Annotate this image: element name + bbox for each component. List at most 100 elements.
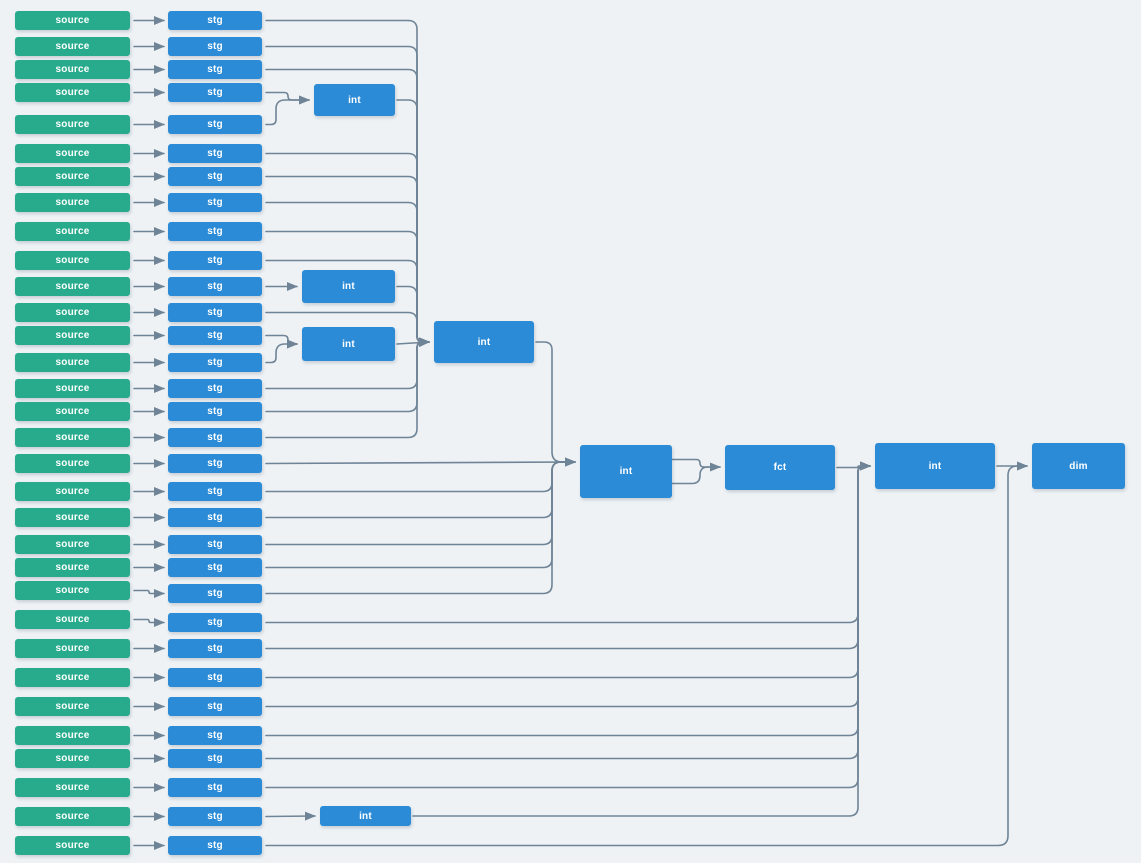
node-label: stg	[207, 643, 223, 654]
node-int-intF[interactable]: int	[875, 443, 995, 489]
node-stg-stg14[interactable]: stg	[168, 353, 262, 372]
node-stg-stg11[interactable]: stg	[168, 277, 262, 296]
node-source-src17[interactable]: source	[15, 428, 130, 447]
node-source-src32[interactable]: source	[15, 836, 130, 855]
node-stg-stg22[interactable]: stg	[168, 558, 262, 577]
node-source-src23[interactable]: source	[15, 581, 130, 600]
node-source-src3[interactable]: source	[15, 60, 130, 79]
node-source-src1[interactable]: source	[15, 11, 130, 30]
node-stg-stg18[interactable]: stg	[168, 454, 262, 473]
node-source-src10[interactable]: source	[15, 251, 130, 270]
node-int-intA[interactable]: int	[314, 84, 395, 116]
node-label: source	[55, 41, 90, 52]
edge	[265, 175, 431, 347]
node-label: source	[55, 643, 90, 654]
node-stg-stg10[interactable]: stg	[168, 251, 262, 270]
node-source-src22[interactable]: source	[15, 558, 130, 577]
edge	[265, 461, 872, 650]
node-source-src11[interactable]: source	[15, 277, 130, 296]
node-fct-fctA[interactable]: fct	[725, 445, 835, 490]
node-int-intB[interactable]: int	[302, 270, 395, 303]
node-stg-stg3[interactable]: stg	[168, 60, 262, 79]
node-source-src4[interactable]: source	[15, 83, 130, 102]
node-source-src13[interactable]: source	[15, 326, 130, 345]
node-stg-stg32[interactable]: stg	[168, 836, 262, 855]
node-stg-stg15[interactable]: stg	[168, 379, 262, 398]
node-label: source	[55, 171, 90, 182]
node-stg-stg25[interactable]: stg	[168, 639, 262, 658]
edge	[265, 339, 299, 364]
node-source-src5[interactable]: source	[15, 115, 130, 134]
node-stg-stg9[interactable]: stg	[168, 222, 262, 241]
node-label: source	[55, 87, 90, 98]
node-label: source	[55, 614, 90, 625]
node-stg-stg12[interactable]: stg	[168, 303, 262, 322]
node-int-intC[interactable]: int	[302, 327, 395, 361]
node-stg-stg16[interactable]: stg	[168, 402, 262, 421]
node-source-src27[interactable]: source	[15, 697, 130, 716]
node-label: stg	[207, 281, 223, 292]
node-source-src15[interactable]: source	[15, 379, 130, 398]
node-source-src29[interactable]: source	[15, 749, 130, 768]
node-source-src31[interactable]: source	[15, 807, 130, 826]
node-source-src24[interactable]: source	[15, 610, 130, 629]
node-source-src14[interactable]: source	[15, 353, 130, 372]
edge	[133, 618, 166, 627]
node-label: stg	[207, 255, 223, 266]
node-label: stg	[207, 672, 223, 683]
node-int-intE[interactable]: int	[580, 445, 672, 498]
edge	[396, 338, 431, 348]
node-dim-dimA[interactable]: dim	[1032, 443, 1125, 489]
node-stg-stg1[interactable]: stg	[168, 11, 262, 30]
node-source-src7[interactable]: source	[15, 167, 130, 186]
node-label: source	[55, 357, 90, 368]
node-source-src16[interactable]: source	[15, 402, 130, 421]
node-int-intD[interactable]: int	[434, 321, 534, 363]
node-stg-stg24[interactable]: stg	[168, 613, 262, 632]
edge	[265, 461, 872, 789]
node-source-src6[interactable]: source	[15, 144, 130, 163]
edge	[265, 152, 431, 347]
node-label: source	[55, 197, 90, 208]
node-stg-stg6[interactable]: stg	[168, 144, 262, 163]
edge	[265, 461, 872, 708]
node-stg-stg26[interactable]: stg	[168, 668, 262, 687]
node-label: source	[55, 64, 90, 75]
edge	[671, 462, 722, 485]
node-stg-stg7[interactable]: stg	[168, 167, 262, 186]
node-label: stg	[207, 811, 223, 822]
node-source-src8[interactable]: source	[15, 193, 130, 212]
node-source-src19[interactable]: source	[15, 482, 130, 501]
node-stg-stg28[interactable]: stg	[168, 726, 262, 745]
node-source-src28[interactable]: source	[15, 726, 130, 745]
node-source-src2[interactable]: source	[15, 37, 130, 56]
node-source-src18[interactable]: source	[15, 454, 130, 473]
node-source-src9[interactable]: source	[15, 222, 130, 241]
node-source-src25[interactable]: source	[15, 639, 130, 658]
node-stg-stg23[interactable]: stg	[168, 584, 262, 603]
node-stg-stg5[interactable]: stg	[168, 115, 262, 134]
node-source-src26[interactable]: source	[15, 668, 130, 687]
node-stg-stg4[interactable]: stg	[168, 83, 262, 102]
node-stg-stg29[interactable]: stg	[168, 749, 262, 768]
node-label: source	[55, 672, 90, 683]
node-stg-stg30[interactable]: stg	[168, 778, 262, 797]
node-source-src21[interactable]: source	[15, 535, 130, 554]
node-source-src20[interactable]: source	[15, 508, 130, 527]
node-stg-stg20[interactable]: stg	[168, 508, 262, 527]
node-stg-stg2[interactable]: stg	[168, 37, 262, 56]
node-label: int	[342, 281, 355, 292]
node-stg-stg17[interactable]: stg	[168, 428, 262, 447]
node-stg-stg21[interactable]: stg	[168, 535, 262, 554]
edge	[265, 91, 311, 105]
node-int-intG[interactable]: int	[320, 806, 411, 826]
node-source-src30[interactable]: source	[15, 778, 130, 797]
node-stg-stg31[interactable]: stg	[168, 807, 262, 826]
node-stg-stg19[interactable]: stg	[168, 482, 262, 501]
node-source-src12[interactable]: source	[15, 303, 130, 322]
node-stg-stg27[interactable]: stg	[168, 697, 262, 716]
node-stg-stg8[interactable]: stg	[168, 193, 262, 212]
edge	[265, 457, 577, 595]
node-stg-stg13[interactable]: stg	[168, 326, 262, 345]
